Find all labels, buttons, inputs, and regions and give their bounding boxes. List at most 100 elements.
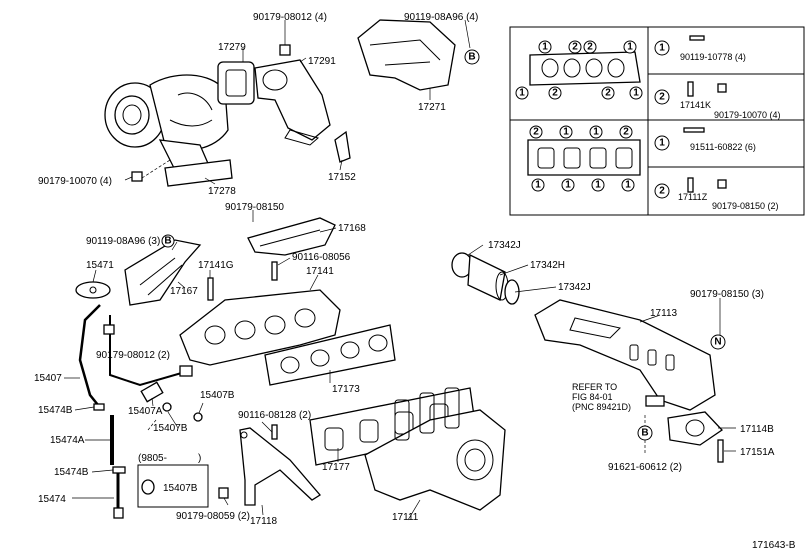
label-90179-10070-4: 90179-10070 (4): [38, 176, 112, 187]
gasket-17278: [164, 159, 233, 187]
marker-B-right: B: [637, 425, 653, 441]
marker-N: N: [710, 334, 726, 350]
label-17342H: 17342H: [530, 260, 565, 271]
svg-text:B: B: [164, 236, 171, 247]
stud-17152: [334, 130, 351, 163]
svg-text:90179-10070 (4): 90179-10070 (4): [714, 110, 781, 120]
svg-text:1: 1: [593, 127, 599, 138]
svg-text:1: 1: [595, 180, 601, 191]
figure-id: 171643-B: [752, 540, 796, 551]
label-17114B: 17114B: [740, 424, 774, 435]
svg-text:1: 1: [519, 88, 525, 99]
legend-row-4: 2 17111Z 90179-08150 (2): [654, 177, 779, 211]
svg-text:2: 2: [533, 127, 539, 138]
svg-text:1: 1: [535, 180, 541, 191]
stud-90116-08128: [271, 424, 278, 440]
label-17118: 17118: [250, 516, 278, 527]
union-15407A: [140, 381, 164, 403]
label-90116-08056: 90116-08056: [292, 252, 351, 263]
legend-row-3: 1 91511-60822 (6): [654, 127, 756, 152]
svg-text:2: 2: [587, 42, 593, 53]
stud-17141G: [207, 277, 214, 301]
heat-insulator-17167: [124, 239, 202, 306]
label-15407B-1: 15407B: [200, 390, 235, 401]
stud-17151A: [717, 439, 724, 463]
label-9805: (9805-: [138, 453, 167, 464]
svg-text:1: 1: [627, 42, 633, 53]
label-17342J-1: 17342J: [488, 240, 521, 251]
stud-90116-08056: [271, 261, 278, 281]
bracket-17118: [239, 427, 321, 506]
label-15474B-1: 15474B: [38, 405, 73, 416]
heat-insulator-17271: [357, 19, 456, 91]
intake-manifold-17111: [364, 387, 506, 511]
label-90179-08150: 90179-08150: [225, 202, 284, 213]
marker-circles-upper: 1 2 2 1 1 2 2 1: [515, 40, 643, 100]
label-17279: 17279: [218, 42, 246, 53]
exhaust-pipe-17113: [534, 299, 716, 411]
label-15474B-2: 15474B: [54, 467, 89, 478]
svg-text:N: N: [714, 337, 721, 348]
detail-legend-box: 1 2 2 1 1 2 2 1 2 1 1 2 1 1 1 1 1 90119-…: [509, 26, 805, 216]
svg-text:1: 1: [565, 180, 571, 191]
svg-text:2: 2: [605, 88, 611, 99]
label-15407: 15407: [34, 373, 62, 384]
label-refer-1: REFER TO: [572, 382, 617, 392]
svg-text:2: 2: [659, 92, 665, 103]
part-labels: 90179-08012 (4) 17279 17291 90119-08A96 …: [34, 12, 796, 551]
label-15407B-3: 15407B: [163, 483, 198, 494]
label-15407A: 15407A: [128, 406, 163, 417]
nut-90179-08012: [279, 44, 291, 56]
label-17151A: 17151A: [740, 447, 775, 458]
label-90179-08150-3: 90179-08150 (3): [690, 289, 764, 300]
label-91621-60612-2: 91621-60612 (2): [608, 462, 682, 473]
svg-text:B: B: [641, 428, 648, 439]
nut-90179-10070: [131, 171, 143, 182]
label-15471: 15471: [86, 260, 114, 271]
label-90116-08128-2: 90116-08128 (2): [238, 410, 311, 421]
nut-90179-08059: [218, 487, 229, 499]
label-17167: 17167: [170, 286, 198, 297]
gasket-15471: [75, 281, 111, 299]
label-90179-08059-2: 90179-08059 (2): [176, 511, 250, 522]
svg-text:90119-10778 (4): 90119-10778 (4): [680, 52, 746, 62]
svg-text:1: 1: [633, 88, 639, 99]
svg-text:90179-08150 (2): 90179-08150 (2): [712, 201, 779, 211]
label-15407B-2: 15407B: [153, 423, 188, 434]
turbocharger-assembly: [104, 74, 229, 171]
label-refer-2: FIG 84-01: [572, 392, 613, 402]
svg-text:1: 1: [659, 43, 665, 54]
label-17152: 17152: [328, 172, 356, 183]
marker-circles-lower: 2 1 1 2 1 1 1 1: [529, 125, 635, 192]
svg-text:B: B: [468, 52, 475, 63]
oil-pipe-15407: [78, 304, 193, 406]
svg-text:1: 1: [563, 127, 569, 138]
label-17173: 17173: [332, 384, 360, 395]
clamp-15474B: [93, 403, 126, 474]
label-17141G: 17141G: [198, 260, 234, 271]
svg-text:17141K: 17141K: [680, 100, 711, 110]
label-refer-3: (PNC 89421D): [572, 402, 631, 412]
label-17291: 17291: [308, 56, 336, 67]
legend-row-2: 2 17141K 90179-10070 (4): [654, 81, 781, 120]
svg-text:1: 1: [542, 42, 548, 53]
label-17168: 17168: [338, 223, 366, 234]
marker-B-left: B: [161, 234, 175, 248]
label-90179-08012-4: 90179-08012 (4): [253, 12, 327, 23]
date-variant-box: [137, 464, 209, 508]
legend-row-1: 1 90119-10778 (4): [654, 35, 746, 62]
svg-text:1: 1: [625, 180, 631, 191]
svg-text:17111Z: 17111Z: [678, 192, 708, 202]
label-90119-08A96-4: 90119-08A96 (4): [404, 12, 478, 23]
gasket-17114B: [667, 411, 723, 446]
gasket-17342J-lower: [504, 279, 520, 305]
label-17111: 17111: [392, 512, 419, 523]
label-9805-close: ): [198, 453, 201, 464]
label-17113: 17113: [650, 308, 678, 319]
elbow-17291: [254, 59, 331, 146]
label-17271: 17271: [418, 102, 446, 113]
svg-text:2: 2: [623, 127, 629, 138]
label-15474: 15474: [38, 494, 66, 505]
svg-text:1: 1: [659, 138, 665, 149]
